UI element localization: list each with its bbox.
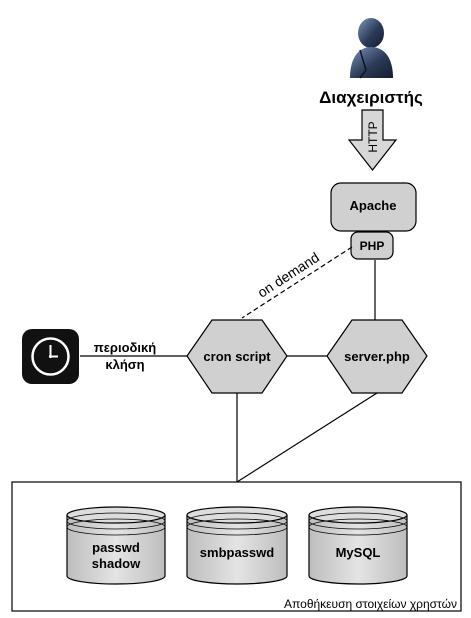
apache-label: Apache xyxy=(350,198,397,213)
database-mysql xyxy=(308,506,408,585)
database-label-shadow: shadow xyxy=(92,556,141,571)
admin-label: Διαχειριστής xyxy=(319,88,423,107)
server-php-node xyxy=(326,319,428,394)
connectors xyxy=(80,246,378,483)
database-passwd-shadow xyxy=(66,506,166,585)
database-label-passwd: passwd xyxy=(92,540,140,555)
cron-script-node xyxy=(186,319,288,394)
database-label-smbpasswd: smbpasswd xyxy=(200,545,274,560)
on-demand-label: on demand xyxy=(255,249,322,301)
server-to-storage-line xyxy=(236,392,378,483)
user-icon xyxy=(350,18,393,79)
periodic-call-label-line2: κλήση xyxy=(105,357,144,372)
http-arrow xyxy=(347,109,398,171)
php-label: PHP xyxy=(360,239,385,253)
server-php-label: server.php xyxy=(344,349,410,364)
on-demand-dashed-line xyxy=(241,246,353,319)
database-smbpasswd xyxy=(186,506,288,585)
http-label: HTTP xyxy=(366,121,380,152)
apache-node xyxy=(330,182,417,232)
php-node xyxy=(350,231,394,260)
storage-title: Αποθήκευση στοιχείων χρηστών xyxy=(284,597,457,611)
periodic-call-label-line1: περιοδική xyxy=(94,340,156,355)
database-label-mysql: MySQL xyxy=(336,545,381,560)
clock-icon xyxy=(22,329,79,384)
cron-script-label: cron script xyxy=(203,349,271,364)
